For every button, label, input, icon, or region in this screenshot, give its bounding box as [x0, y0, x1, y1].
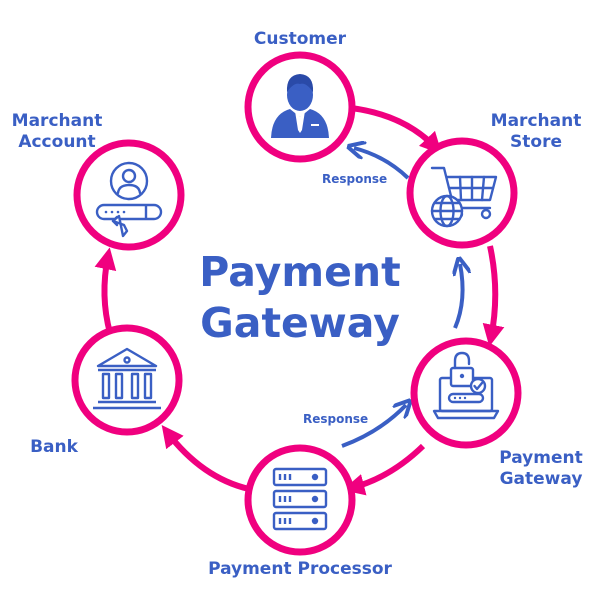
arrow-bank-to-account	[94, 247, 117, 334]
shopping-cart-globe-icon	[430, 166, 498, 228]
merchant-account-label: Marchant Account	[11, 111, 103, 152]
diagram-title: Payment Gateway	[199, 248, 401, 347]
response-label-processor-gateway: Response	[303, 412, 369, 426]
server-icon	[272, 467, 328, 531]
bank-label: Bank	[30, 437, 78, 457]
laptop-lock-icon	[432, 351, 500, 420]
payment-gateway-label: Payment Gateway	[499, 448, 583, 489]
payment-processor-label: Payment Processor	[208, 559, 392, 579]
arrow-store-to-gateway	[482, 245, 505, 347]
payment-processor-node	[244, 444, 356, 556]
bank-icon	[93, 347, 161, 410]
merchant-account-node	[73, 139, 185, 251]
merchant-store-node	[406, 137, 518, 249]
response-arrow-gateway-up	[455, 264, 463, 329]
arrow-customer-to-store	[350, 105, 443, 155]
arrow-gateway-to-processor	[342, 443, 426, 496]
arrow-processor-to-bank	[161, 424, 250, 492]
response-arrows	[341, 148, 463, 448]
response-arrow-store-to-customer	[354, 148, 410, 180]
user-account-login-icon	[95, 161, 163, 238]
response-label-store-customer: Response	[322, 172, 388, 186]
cycle-arrows	[94, 105, 505, 496]
customer-icon	[271, 74, 329, 138]
response-arrow-processor-to-gateway	[341, 405, 406, 448]
merchant-store-label: Marchant Store	[490, 111, 582, 152]
bank-node	[71, 324, 183, 436]
customer-label: Customer	[253, 29, 347, 49]
